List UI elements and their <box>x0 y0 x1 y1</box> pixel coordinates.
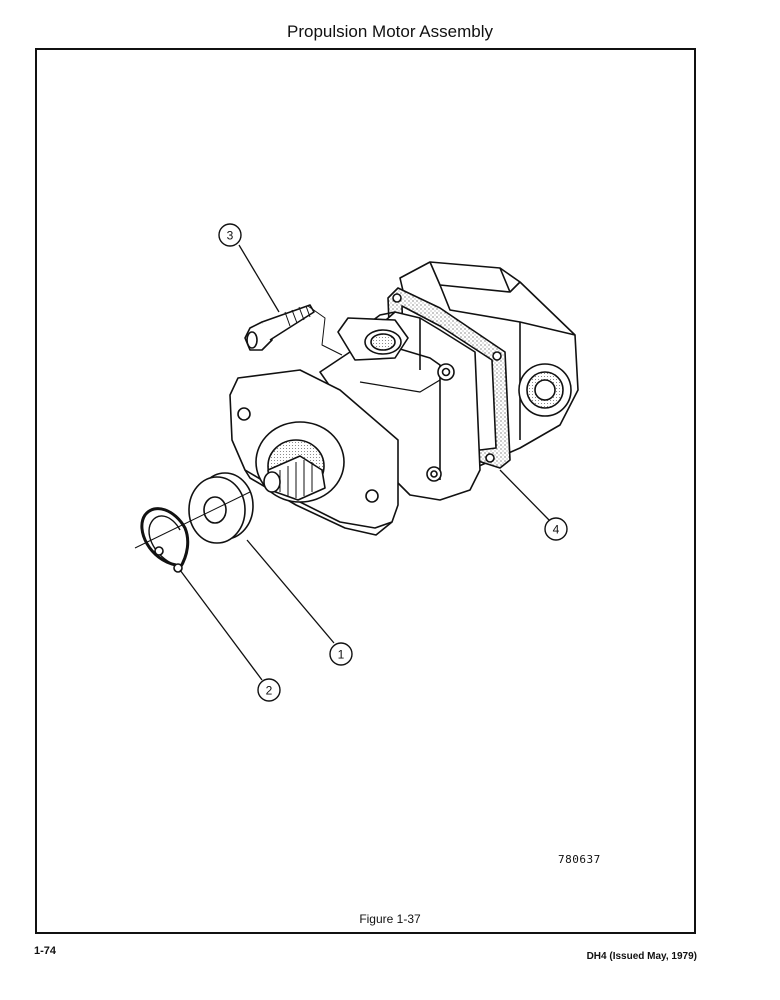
retaining-ring <box>140 507 190 573</box>
document-id: DH4 (Issued May, 1979) <box>586 951 697 962</box>
callout-3-label: 3 <box>227 229 234 243</box>
figure-caption: Figure 1-37 <box>359 912 421 926</box>
figure-frame <box>35 48 696 934</box>
callout-4 <box>544 517 568 541</box>
drawing-number: 780637 <box>558 853 601 866</box>
page-number: 1-74 <box>34 945 57 957</box>
callout-2-label: 2 <box>266 684 273 698</box>
callout-3 <box>218 223 242 247</box>
callout-1 <box>329 642 353 666</box>
main-housing <box>319 311 481 501</box>
callout-4-label: 4 <box>553 523 560 537</box>
callout-2 <box>257 678 281 702</box>
cap-screw <box>244 304 343 356</box>
mounting-flange <box>229 369 399 536</box>
seal-washer <box>188 472 254 544</box>
page-title: Propulsion Motor Assembly <box>287 22 493 41</box>
callout-1-label: 1 <box>338 648 345 662</box>
